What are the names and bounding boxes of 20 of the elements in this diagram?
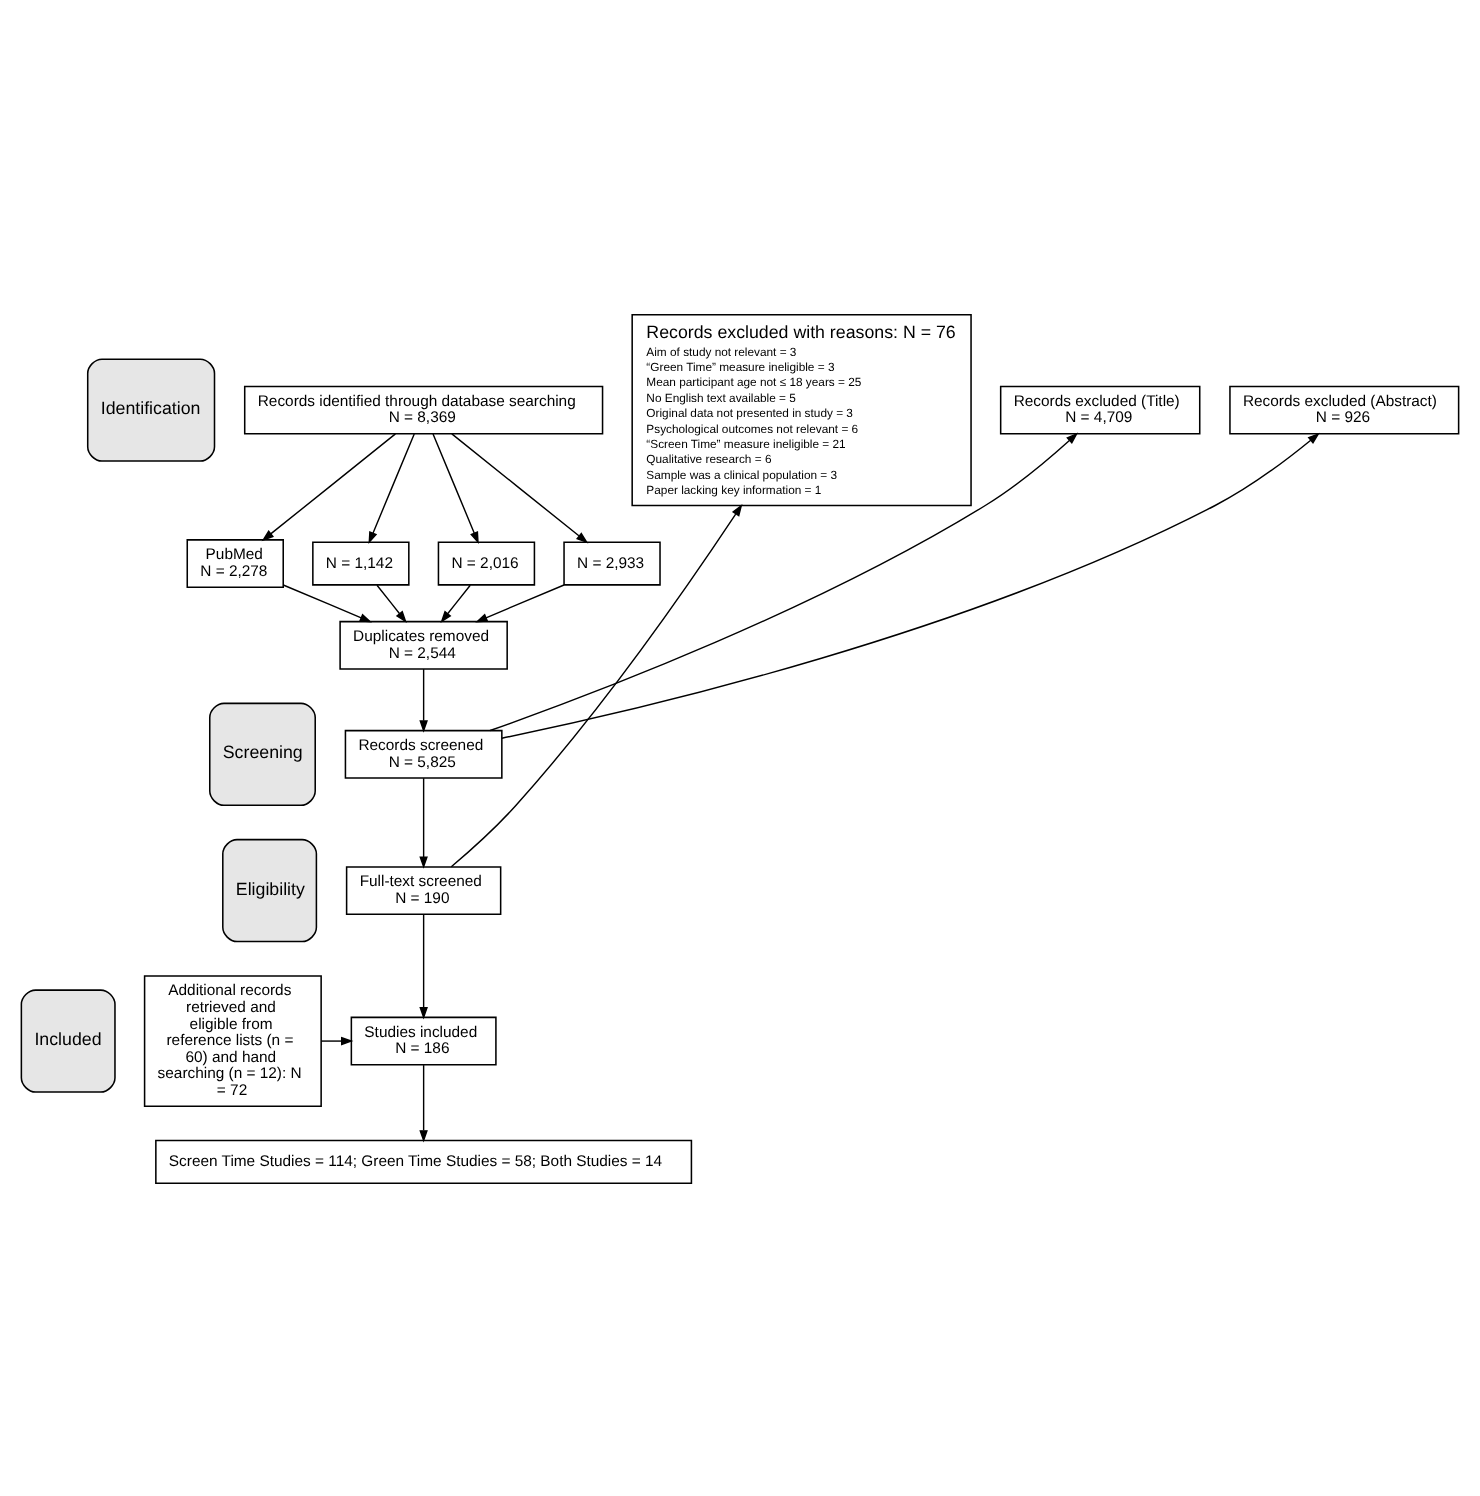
arrow: [475, 583, 565, 622]
arrow: [282, 583, 372, 622]
arrow: [450, 503, 743, 867]
arrow: [419, 1063, 428, 1142]
arrow: [261, 432, 397, 541]
node-box: Screening: [209, 701, 316, 806]
node-box: Eligibility: [222, 837, 318, 942]
arrow: [376, 583, 407, 622]
arrow: [320, 1035, 354, 1045]
arrow: [432, 432, 479, 544]
arrow: [501, 431, 1320, 738]
arrow: [451, 432, 589, 543]
arrow: [368, 432, 415, 544]
arrow: [419, 776, 428, 868]
node-box: Included: [20, 988, 116, 1092]
arrow: [419, 912, 428, 1019]
node-box: Identification: [86, 357, 216, 461]
arrow: [489, 431, 1079, 731]
arrow: [419, 667, 428, 732]
arrow: [440, 583, 471, 622]
